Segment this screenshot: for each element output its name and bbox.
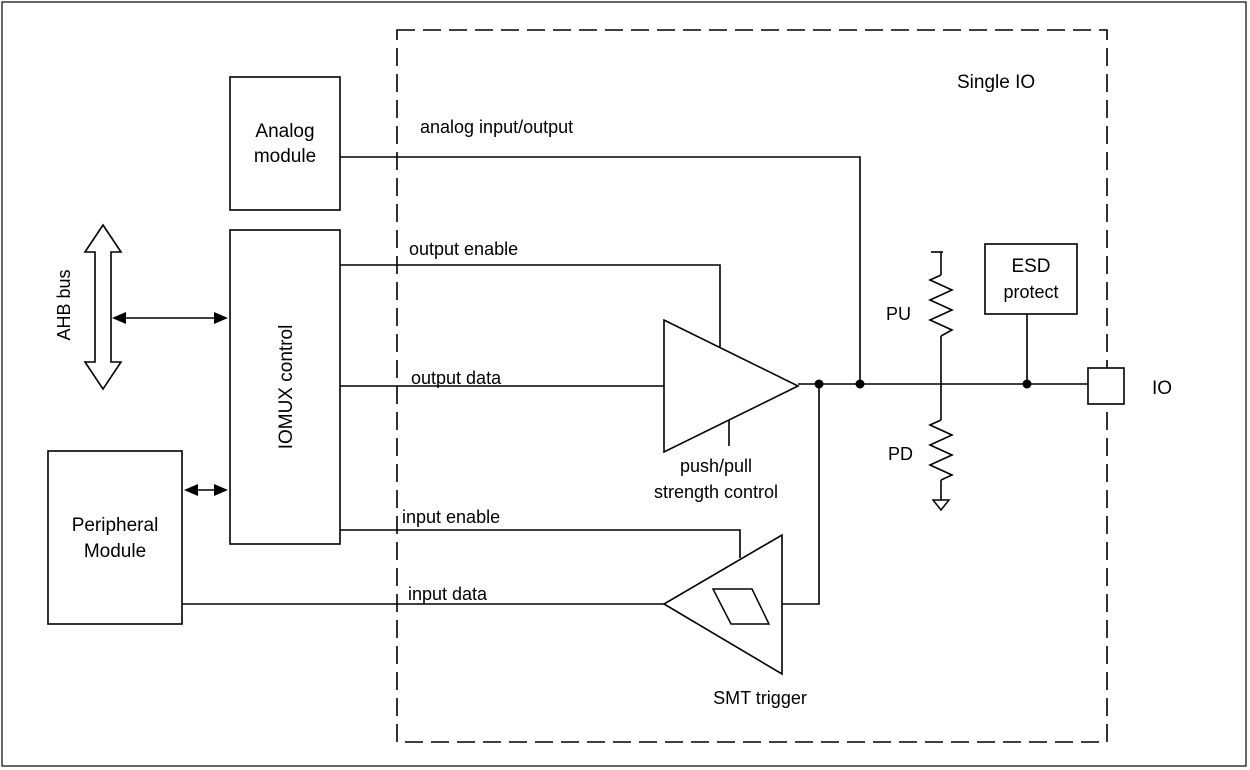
output-enable-wire (340, 264, 721, 347)
junction-dot (855, 379, 865, 389)
ahb-bus-label: AHB bus (54, 269, 74, 340)
esd-label-line1: ESD (1011, 256, 1050, 277)
esd-label-line2: protect (1003, 282, 1058, 302)
pull-up-resistor (928, 251, 954, 384)
single-io-title: Single IO (957, 72, 1035, 93)
input-data-label: input data (408, 584, 488, 604)
output-data-label: output data (411, 368, 502, 388)
iomux-control-label: IOMUX control (276, 325, 297, 450)
pull-up-label: PU (886, 304, 911, 324)
peripheral-module: Peripheral Module (47, 450, 183, 625)
esd-protect: ESD protect (984, 243, 1078, 384)
hysteresis-icon (711, 588, 771, 625)
pull-down-resistor (928, 384, 954, 512)
io-pad-label: IO (1152, 378, 1172, 399)
smt-trigger-label: SMT trigger (713, 688, 807, 708)
peripheral-module-label-line1: Peripheral (72, 515, 159, 536)
ahb-iomux-link (112, 312, 228, 324)
pull-down-label: PD (888, 444, 913, 464)
output-driver-label-line2: strength control (654, 482, 778, 502)
io-pad (1087, 367, 1125, 405)
iomux-control: IOMUX control (229, 229, 341, 545)
peripheral-iomux-link (184, 484, 228, 496)
ground-icon (931, 499, 951, 512)
analog-io-wire (340, 156, 861, 384)
output-driver-buffer (663, 318, 800, 454)
output-enable-label: output enable (409, 239, 518, 259)
analog-module: Analog module (229, 76, 341, 211)
peripheral-module-label-line2: Module (84, 541, 146, 562)
input-enable-label: input enable (402, 507, 500, 527)
analog-io-label: analog input/output (420, 117, 573, 137)
input-feedback-wire (782, 384, 820, 605)
output-driver-label-line1: push/pull (680, 456, 752, 476)
smt-trigger-buffer (662, 533, 783, 676)
analog-module-label-line2: module (254, 146, 316, 167)
analog-module-label-line1: Analog (255, 121, 314, 142)
ahb-bus-arrow (83, 223, 123, 391)
input-enable-wire (340, 529, 741, 558)
